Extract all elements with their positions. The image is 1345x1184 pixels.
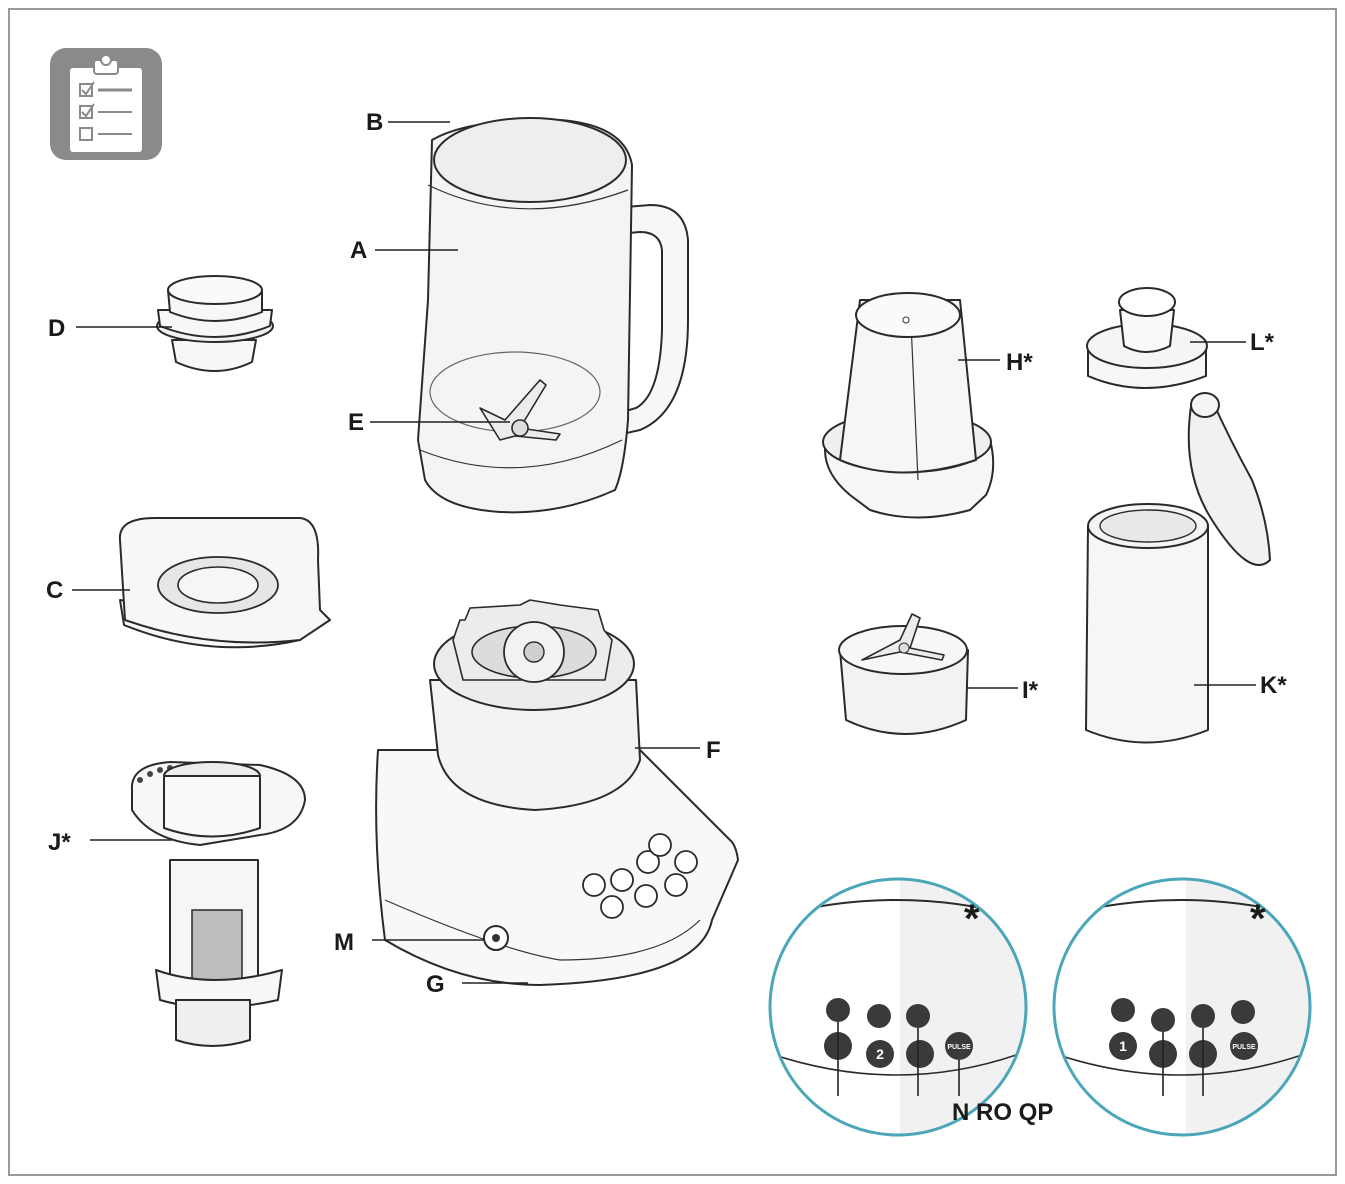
label-d: D <box>48 315 65 342</box>
label-j: J* <box>48 829 71 856</box>
leader-lines <box>72 121 1256 984</box>
control-panel-zoom-right: 1 PULSE <box>1052 877 1312 1137</box>
travel-bottle <box>1085 287 1271 744</box>
label-l: L* <box>1250 329 1275 356</box>
drive-coupling <box>503 621 565 683</box>
label-group-nropq: N RO QP <box>952 1099 1053 1126</box>
label-m: M <box>334 929 354 956</box>
label-b: B <box>366 109 383 136</box>
label-h: H* <box>1006 349 1033 376</box>
measuring-cap <box>156 275 274 372</box>
label-a: A <box>350 237 367 264</box>
diagram-frame <box>8 8 1337 1176</box>
button-pulse-left: PULSE <box>947 1044 971 1051</box>
strainer <box>130 761 306 1047</box>
label-i: I* <box>1022 677 1039 704</box>
control-panel-zoom-left: 2 PULSE <box>768 877 1028 1137</box>
checklist-icon <box>50 48 162 160</box>
button-pulse-right: PULSE <box>1232 1044 1256 1051</box>
blade-assembly <box>479 379 561 441</box>
label-k: K* <box>1260 672 1287 699</box>
button-speed-2: 2 <box>876 1046 884 1062</box>
grinding-cup <box>822 292 995 519</box>
motor-base <box>375 599 739 986</box>
label-c: C <box>46 577 63 604</box>
label-g: G <box>426 971 445 998</box>
button-speed-1: 1 <box>1119 1038 1127 1054</box>
asterisk-right: * <box>1250 897 1266 941</box>
grinder-blade <box>838 613 969 735</box>
asterisk-left: * <box>964 897 980 941</box>
label-e: E <box>348 409 364 436</box>
label-f: F <box>706 737 721 764</box>
jug <box>417 117 689 514</box>
jug-lid <box>118 517 331 649</box>
